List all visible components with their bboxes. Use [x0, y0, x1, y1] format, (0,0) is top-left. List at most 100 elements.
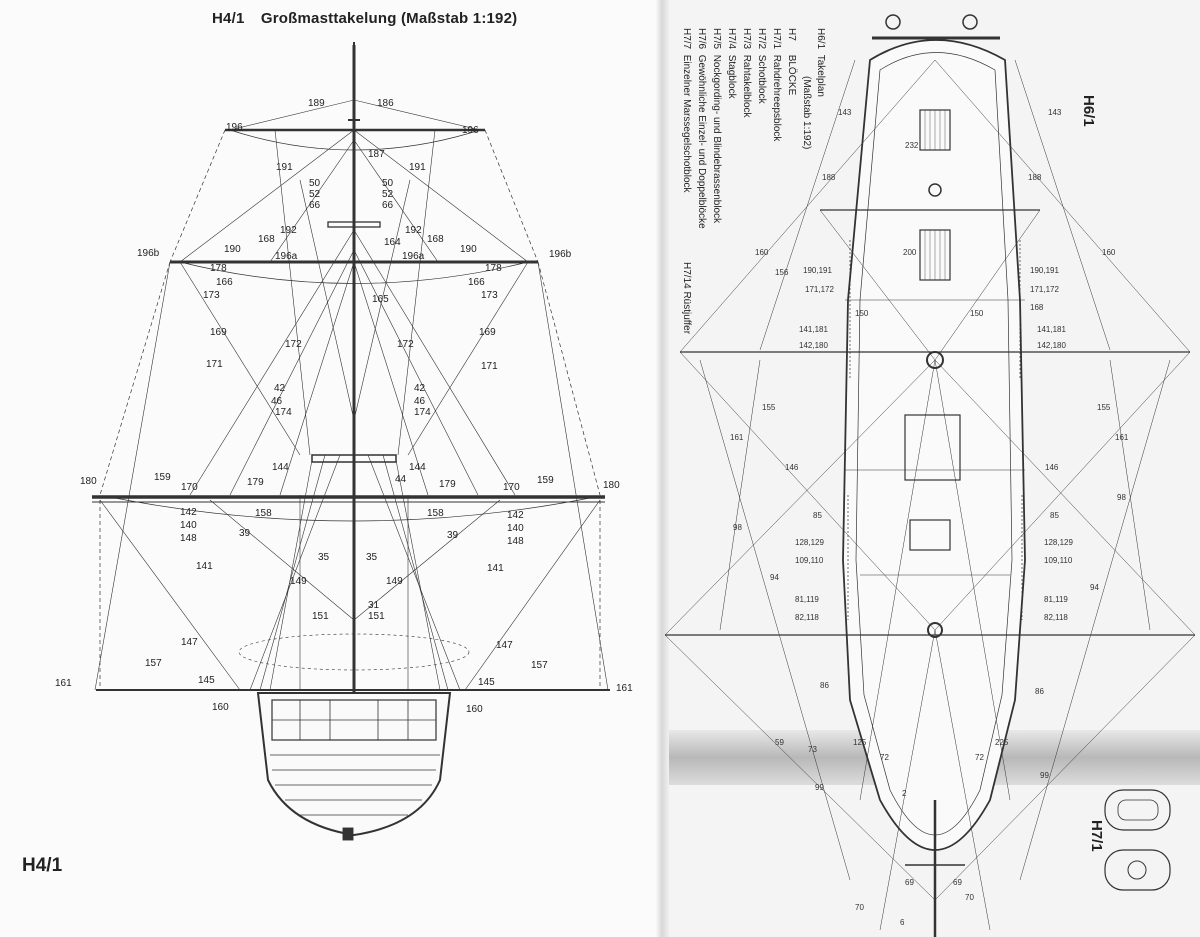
plan-label-r70l: 70: [855, 903, 864, 912]
plan-label-r6: 6: [900, 918, 905, 927]
plan-label-r150l: 150: [855, 309, 869, 318]
rigging-label-147l: 147: [181, 637, 198, 648]
extra-note: H7/14 Rüstjuffer: [681, 262, 692, 335]
legend-col-9: H7/7 Einzelner Marssegelschotblock: [681, 28, 692, 193]
legend-col-1: (Maßstab 1:192): [801, 76, 812, 149]
plan-label-r2: 2: [902, 789, 907, 798]
rigging-label-172r: 172: [397, 339, 414, 350]
rigging-label-196r: 196: [462, 125, 479, 136]
rigging-label-35r: 35: [366, 552, 378, 563]
plan-label-r86l: 86: [820, 681, 829, 690]
plan-label-r86r: 86: [1035, 687, 1044, 696]
rigging-label-178l: 178: [210, 263, 227, 274]
rigging-label-191r: 191: [409, 162, 426, 173]
rigging-label-196ar: 196a: [402, 251, 425, 262]
plan-label-r142l: 142,180: [799, 341, 828, 350]
rigging-label-140l: 140: [180, 520, 197, 531]
rigging-label-148l: 148: [180, 533, 197, 544]
legend-col-2: H7 BLÖCKE: [786, 28, 797, 95]
legend-code-6: H7/4: [726, 28, 737, 50]
rigging-label-147r: 147: [496, 640, 513, 651]
plan-label-r161l: 161: [730, 433, 744, 442]
rigging-label-174r: 174: [414, 407, 431, 418]
plan-label-r69r: 69: [953, 878, 962, 887]
rigging-label-190l: 190: [224, 244, 241, 255]
legend-code-9: H7/7: [681, 28, 692, 50]
plan-label-r98l: 98: [733, 523, 742, 532]
rigging-label-46l: 46: [271, 396, 283, 407]
rigging-label-161l: 161: [55, 678, 72, 689]
rigging-label-145l: 145: [198, 675, 215, 686]
rigging-label-141l: 141: [196, 561, 213, 572]
rigging-label-66r: 66: [382, 200, 394, 211]
legend-text-7: Nockgording- und Blindebrassenblock: [711, 54, 722, 224]
plan-label-r155r: 155: [1097, 403, 1111, 412]
plan-label-r109l: 109,110: [795, 556, 824, 565]
rigging-label-168l: 168: [258, 234, 275, 245]
rigging-label-50r: 50: [382, 178, 394, 189]
plan-label-r82l: 82,118: [795, 613, 819, 622]
legend-text-4: Schotblock: [756, 54, 767, 104]
legend-text-6: Stagblock: [726, 54, 737, 99]
plan-label-r94l: 94: [770, 573, 779, 582]
rigging-label-157r: 157: [531, 660, 548, 671]
page-title: H4/1 Großmasttakelung (Maßstab 1:192): [212, 10, 529, 27]
rigging-label-172l: 172: [285, 339, 302, 350]
plan-label-r85r: 85: [1050, 511, 1059, 520]
rigging-label-35l: 35: [318, 552, 330, 563]
plan-label-r19019l: 190,191: [803, 266, 832, 275]
rigging-label-174l: 174: [275, 407, 292, 418]
plan-label-r161r: 161: [1115, 433, 1129, 442]
rigging-label-39r: 39: [447, 530, 459, 541]
plan-label-r128l: 128,129: [795, 538, 824, 547]
rigging-label-46r: 46: [414, 396, 426, 407]
rigging-label-191l: 191: [276, 162, 293, 173]
legend-col-4: H7/2 Schotblock: [756, 28, 767, 104]
rigging-label-158l: 158: [255, 508, 272, 519]
rigging-label-179l: 179: [247, 477, 264, 488]
plan-label-r143r: 143: [1048, 108, 1062, 117]
rigging-label-161r: 161: [616, 683, 633, 694]
rigging-label-196l: 196: [226, 122, 243, 133]
legend-col-3: H7/1 Rahdrehreepsblock: [771, 28, 782, 141]
rigging-label-166l: 166: [216, 277, 233, 288]
plan-label-r98r: 98: [1117, 493, 1126, 502]
rigging-label-160l: 160: [212, 702, 229, 713]
rigging-label-159l: 159: [154, 472, 171, 483]
rigging-label-145r: 145: [478, 677, 495, 688]
rigging-label-149r: 149: [386, 576, 403, 587]
legend-code-7: H7/5: [711, 28, 722, 50]
plan-label-r19019r: 190,191: [1030, 266, 1059, 275]
legend-code-4: H7/2: [756, 28, 767, 50]
rigging-label-173l: 173: [203, 290, 220, 301]
plan-label-r85l: 85: [813, 511, 822, 520]
legend-col-0: H6/1 Takelplan: [815, 28, 826, 97]
legend-col-7: H7/5 Nockgording- und Blindebrassenblock: [711, 28, 722, 223]
plan-label-r59: 59: [775, 738, 784, 747]
plan-label-r171r: 171,172: [1030, 285, 1059, 294]
rigging-label-66l: 66: [309, 200, 321, 211]
legend-text-9: Einzelner Marssegelschotblock: [681, 54, 692, 193]
legend-text-8: Gewöhnliche Einzel- und Doppelblöcke: [696, 54, 707, 229]
rigging-label-190r: 190: [460, 244, 477, 255]
legend-text-0: Takelplan: [815, 54, 826, 97]
rigging-label-171l: 171: [206, 359, 223, 370]
rigging-label-186: 186: [377, 98, 394, 109]
plan-label-r188r: 188: [1028, 173, 1042, 182]
rigging-label-141r: 141: [487, 563, 504, 574]
plan-label-r142r: 142,180: [1037, 341, 1066, 350]
rigging-label-42r: 42: [414, 383, 426, 394]
rigging-label-196br: 196b: [549, 249, 572, 260]
rigging-label-196bl: 196b: [137, 248, 160, 259]
rigging-label-173r: 173: [481, 290, 498, 301]
rigging-label-179r: 179: [439, 479, 456, 490]
legend-col-8: H7/6 Gewöhnliche Einzel- und Doppelblöck…: [696, 28, 707, 229]
rigging-label-31: 31: [368, 600, 380, 611]
title-text: Großmasttakelung (Maßstab 1:192): [260, 10, 518, 27]
plan-label-r99l: 99: [815, 783, 824, 792]
rigging-label-52l: 52: [309, 189, 321, 200]
book-fold: [655, 0, 669, 937]
rigging-label-180r: 180: [603, 480, 620, 491]
